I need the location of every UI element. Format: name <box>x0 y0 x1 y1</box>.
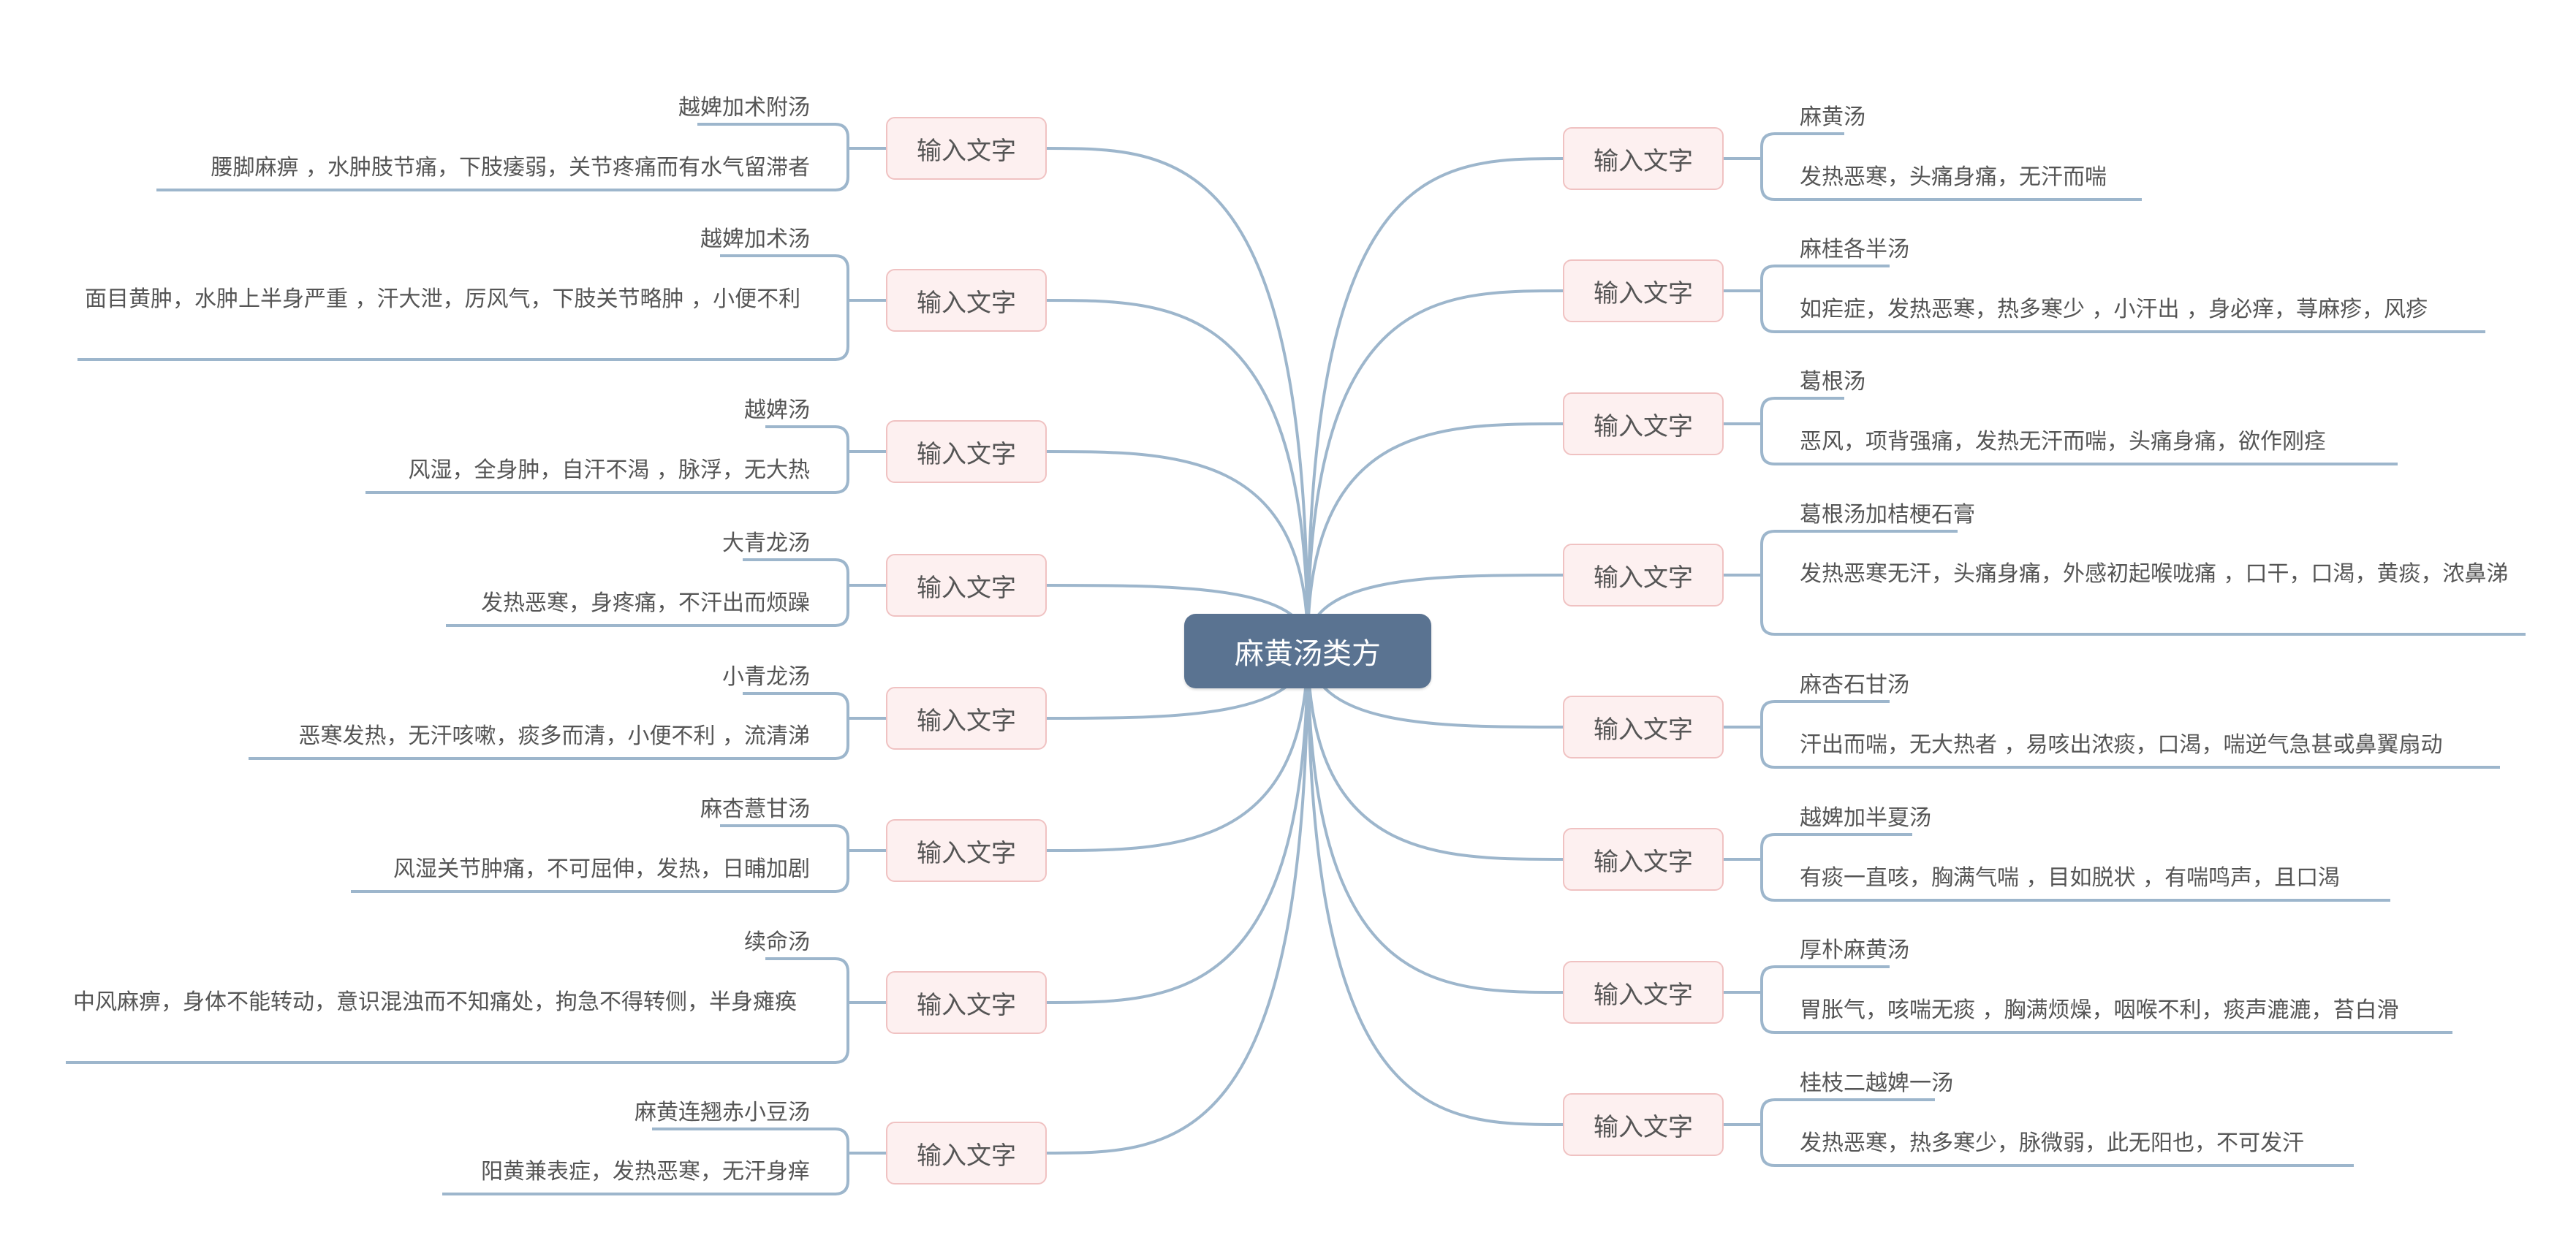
right-bracket-down <box>1760 859 1776 902</box>
left-bracket-down <box>834 300 849 361</box>
right-bracket-up <box>1760 530 1776 575</box>
left-branch-title: 越婢加术汤 <box>700 227 810 252</box>
right-bracket-down <box>1760 992 1776 1034</box>
right-bracket-up <box>1760 397 1776 424</box>
right-branch-description: 恶风，项背强痛，发热无汗而喘，头痛身痛，欲作刚痉 <box>1800 429 2326 455</box>
left-branch-title: 小青龙汤 <box>722 664 810 690</box>
right-bracket-up <box>1760 833 1776 859</box>
left-bracket-down <box>834 148 849 191</box>
right-root-connector <box>1306 644 1564 1126</box>
left-bracket-down <box>834 851 849 893</box>
left-branch-node[interactable]: 输入文字 <box>886 420 1047 483</box>
right-branch-title: 越婢加半夏汤 <box>1800 805 1931 831</box>
left-branch-description: 风湿关节肿痛，不可屈伸，发热，日晡加剧 <box>393 856 810 882</box>
right-bracket-up <box>1760 1098 1776 1125</box>
right-bracket-up <box>1760 700 1776 727</box>
right-root-connector <box>1306 422 1564 646</box>
left-bracket-down <box>834 1003 849 1064</box>
right-branch-node[interactable]: 输入文字 <box>1563 828 1724 891</box>
right-branch-description: 有痰一直咳，胸满气喘 ，目如脱状 ，有喘鸣声，且口渴 <box>1800 865 2341 891</box>
right-branch-node[interactable]: 输入文字 <box>1563 259 1724 322</box>
left-bracket-up <box>834 1128 849 1153</box>
right-bracket-down <box>1760 1125 1776 1167</box>
left-bracket-up <box>834 123 849 148</box>
left-branch-node[interactable]: 输入文字 <box>886 1122 1047 1185</box>
left-branch-description: 面目黄肿，水肿上半身严重 ，汗大泄，厉风气，下肢关节略肿 ，小便不利 <box>85 286 801 312</box>
left-branch-title: 麻黄连翘赤小豆汤 <box>634 1100 810 1125</box>
left-branch-description: 恶寒发热，无汗咳嗽，痰多而清，小便不利 ，流清涕 <box>298 723 810 749</box>
left-branch-description: 风湿，全身肿，自汗不渴 ，脉浮，无大热 <box>408 457 810 483</box>
left-bracket-down <box>834 452 849 494</box>
left-root-connector <box>1046 644 1309 1155</box>
left-bracket-up <box>834 254 849 300</box>
right-branch-title: 麻杏石甘汤 <box>1800 672 1909 698</box>
left-branch-description: 中风麻痹，身体不能转动，意识混浊而不知痛处，拘急不得转侧，半身瘫痪 <box>73 989 797 1015</box>
left-branch-description: 发热恶寒，身疼痛，不汗出而烦躁 <box>481 590 810 616</box>
right-branch-description: 发热恶寒，热多寒少，脉微弱，此无阳也，不可发汗 <box>1800 1130 2304 1156</box>
right-root-connector <box>1306 157 1564 646</box>
right-bracket-down <box>1760 424 1776 465</box>
left-branch-description: 腰脚麻痹 ，水肿肢节痛，下肢痿弱，关节疼痛而有水气留滞者 <box>211 155 810 180</box>
right-bracket-up <box>1760 132 1776 159</box>
right-branch-node[interactable]: 输入文字 <box>1563 127 1724 190</box>
right-branch-node[interactable]: 输入文字 <box>1563 1093 1724 1156</box>
root-node[interactable]: 麻黄汤类方 <box>1184 614 1431 688</box>
left-branch-node[interactable]: 输入文字 <box>886 269 1047 332</box>
left-bracket-down <box>834 718 849 760</box>
left-branch-title: 续命汤 <box>744 929 810 955</box>
right-root-connector <box>1306 289 1564 646</box>
left-root-connector <box>1046 299 1309 646</box>
right-branch-title: 葛根汤加桔梗石膏 <box>1800 502 1975 528</box>
left-branch-node[interactable]: 输入文字 <box>886 971 1047 1034</box>
left-branch-title: 麻杏薏甘汤 <box>700 796 810 822</box>
right-branch-title: 麻桂各半汤 <box>1800 237 1909 262</box>
left-branch-title: 越婢汤 <box>744 398 810 423</box>
left-bracket-up <box>834 425 849 452</box>
left-bracket-up <box>834 692 849 718</box>
right-bracket-down <box>1760 159 1776 201</box>
right-branch-title: 麻黄汤 <box>1800 104 1865 130</box>
right-bracket-down <box>1760 291 1776 333</box>
right-bracket-down <box>1760 727 1776 769</box>
right-bracket-down <box>1760 575 1776 636</box>
left-bracket-up <box>834 558 849 585</box>
right-branch-node[interactable]: 输入文字 <box>1563 392 1724 455</box>
right-bracket-up <box>1760 965 1776 992</box>
right-branch-description: 发热恶寒无汗，头痛身痛，外感初起喉咙痛 ，口干，口渴，黄痰，浓鼻涕 <box>1800 561 2509 587</box>
right-branch-title: 葛根汤 <box>1800 369 1865 395</box>
left-branch-node[interactable]: 输入文字 <box>886 117 1047 180</box>
left-bracket-down <box>834 1153 849 1195</box>
left-branch-node[interactable]: 输入文字 <box>886 554 1047 617</box>
left-root-connector <box>1046 147 1309 646</box>
right-branch-description: 发热恶寒，头痛身痛，无汗而喘 <box>1800 164 2107 190</box>
right-branch-node[interactable]: 输入文字 <box>1563 544 1724 607</box>
right-branch-description: 如疟症，发热恶寒，热多寒少 ，小汗出 ，身必痒，荨麻疹，风疹 <box>1800 297 2428 322</box>
left-bracket-up <box>834 957 849 1003</box>
right-branch-node[interactable]: 输入文字 <box>1563 961 1724 1024</box>
right-root-connector <box>1306 644 1564 994</box>
left-branch-node[interactable]: 输入文字 <box>886 687 1047 750</box>
left-branch-description: 阳黄兼表症，发热恶寒，无汗身痒 <box>481 1159 810 1185</box>
left-root-connector <box>1046 644 1309 1004</box>
right-bracket-up <box>1760 265 1776 291</box>
left-branch-node[interactable]: 输入文字 <box>886 819 1047 882</box>
right-branch-title: 桂枝二越婢一汤 <box>1800 1071 1953 1096</box>
left-bracket-up <box>834 824 849 851</box>
right-branch-node[interactable]: 输入文字 <box>1563 696 1724 758</box>
left-bracket-down <box>834 585 849 627</box>
left-branch-title: 越婢加术附汤 <box>678 95 810 121</box>
right-branch-description: 汗出而喘，无大热者 ，易咳出浓痰，口渴，喘逆气急甚或鼻翼扇动 <box>1800 732 2443 758</box>
left-root-connector <box>1046 644 1309 852</box>
left-branch-title: 大青龙汤 <box>722 531 810 556</box>
right-branch-description: 胃胀气，咳喘无痰 ，胸满烦燥，咽喉不利，痰声漉漉，苔白滑 <box>1800 997 2399 1023</box>
right-root-connector <box>1306 644 1564 861</box>
right-branch-title: 厚朴麻黄汤 <box>1800 938 1909 963</box>
left-root-connector <box>1046 450 1309 646</box>
